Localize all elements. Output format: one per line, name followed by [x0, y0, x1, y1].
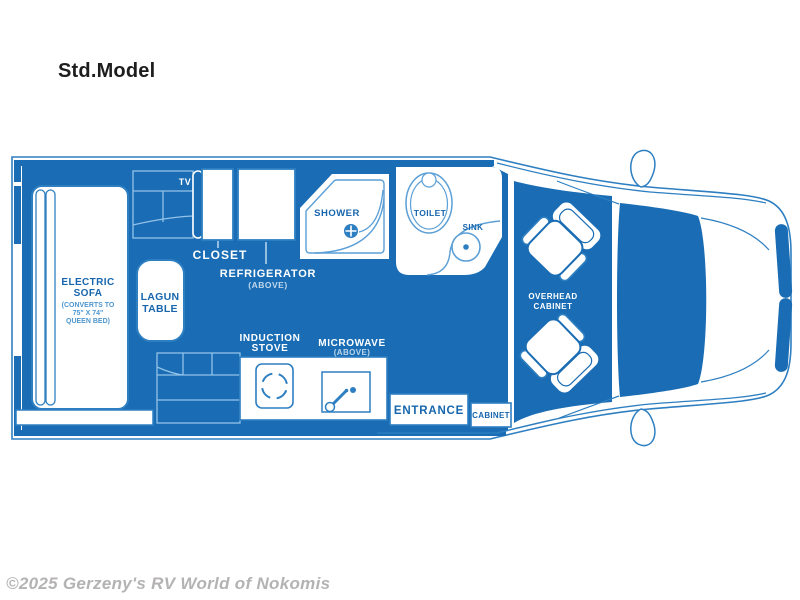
- lagun-table: LAGUN TABLE: [136, 259, 185, 342]
- label-electric-sofa-sub2: 75" X 74": [73, 310, 104, 317]
- label-overhead-1: OVERHEAD: [528, 292, 577, 301]
- toilet-icon: [405, 172, 453, 234]
- label-closet: CLOSET: [193, 248, 248, 262]
- label-electric-sofa-sub3: QUEEN BED): [66, 318, 110, 325]
- wall-rear-mid1: [14, 186, 21, 244]
- entrance-box: [389, 393, 469, 426]
- hood-crease-top: [700, 217, 770, 251]
- apillar-line-top: [556, 180, 620, 205]
- mirror-top-icon: [630, 149, 656, 188]
- refrigerator-box: [237, 168, 296, 241]
- label-overhead-2: CABINET: [533, 302, 572, 311]
- label-sink: SINK: [463, 223, 484, 232]
- label-refrigerator-above: (ABOVE): [248, 280, 287, 290]
- label-microwave: MICROWAVE: [318, 338, 385, 349]
- label-lagun-1: LAGUN: [141, 291, 180, 303]
- wardrobe-counter: [132, 170, 194, 239]
- label-electric-sofa-1: ELECTRIC: [61, 277, 114, 288]
- closet-box: [201, 168, 234, 241]
- cabinet-box: [470, 402, 512, 428]
- bathroom-floor: TOILET SINK: [396, 167, 502, 276]
- label-microwave-above: (ABOVE): [334, 348, 371, 357]
- galley-cabinet: [156, 352, 241, 424]
- windshield: [617, 203, 707, 397]
- bath-sink-icon: [451, 232, 481, 262]
- apillar-line-bottom: [556, 395, 620, 420]
- label-electric-sofa-2: SOFA: [74, 288, 103, 299]
- wall-rear-upper: [14, 160, 21, 182]
- label-cabinet: CABINET: [472, 411, 510, 420]
- entry-step-outline: [377, 418, 557, 434]
- cowl-line-top: [496, 162, 767, 204]
- headlight-bottom: [774, 298, 793, 372]
- page-title: Std.Model: [58, 60, 156, 82]
- entry-step: [386, 426, 470, 431]
- label-lagun-2: TABLE: [142, 303, 178, 315]
- label-shower: SHOWER: [314, 208, 360, 219]
- kitchen-sink-icon: [321, 371, 371, 413]
- shower-stall: SHOWER: [300, 174, 389, 259]
- headlight-top: [774, 224, 793, 298]
- label-toilet: TOILET: [414, 208, 447, 218]
- induction-cooktop-icon: [255, 363, 294, 409]
- label-stove: STOVE: [252, 343, 289, 354]
- kitchen-counter: [239, 356, 388, 421]
- hood-crease-bottom: [700, 349, 770, 383]
- label-refrigerator: REFRIGERATOR: [220, 268, 317, 280]
- label-entrance: ENTRANCE: [394, 405, 464, 417]
- label-induction: INDUCTION: [240, 333, 301, 344]
- label-tv: TV: [179, 177, 192, 187]
- watermark: ©2025 Gerzeny's RV World of Nokomis: [6, 574, 331, 593]
- wall-top: [14, 160, 494, 166]
- wall-rear-mid2: [14, 356, 21, 414]
- electric-sofa: ELECTRIC SOFA (CONVERTS TO 75" X 74" QUE…: [31, 185, 129, 410]
- wall-bottom: [14, 430, 506, 436]
- mirror-bottom-icon: [630, 408, 656, 447]
- sofa-slide-rail: [15, 409, 154, 426]
- label-electric-sofa-sub1: (CONVERTS TO: [62, 302, 115, 309]
- shower-pan: [305, 179, 385, 254]
